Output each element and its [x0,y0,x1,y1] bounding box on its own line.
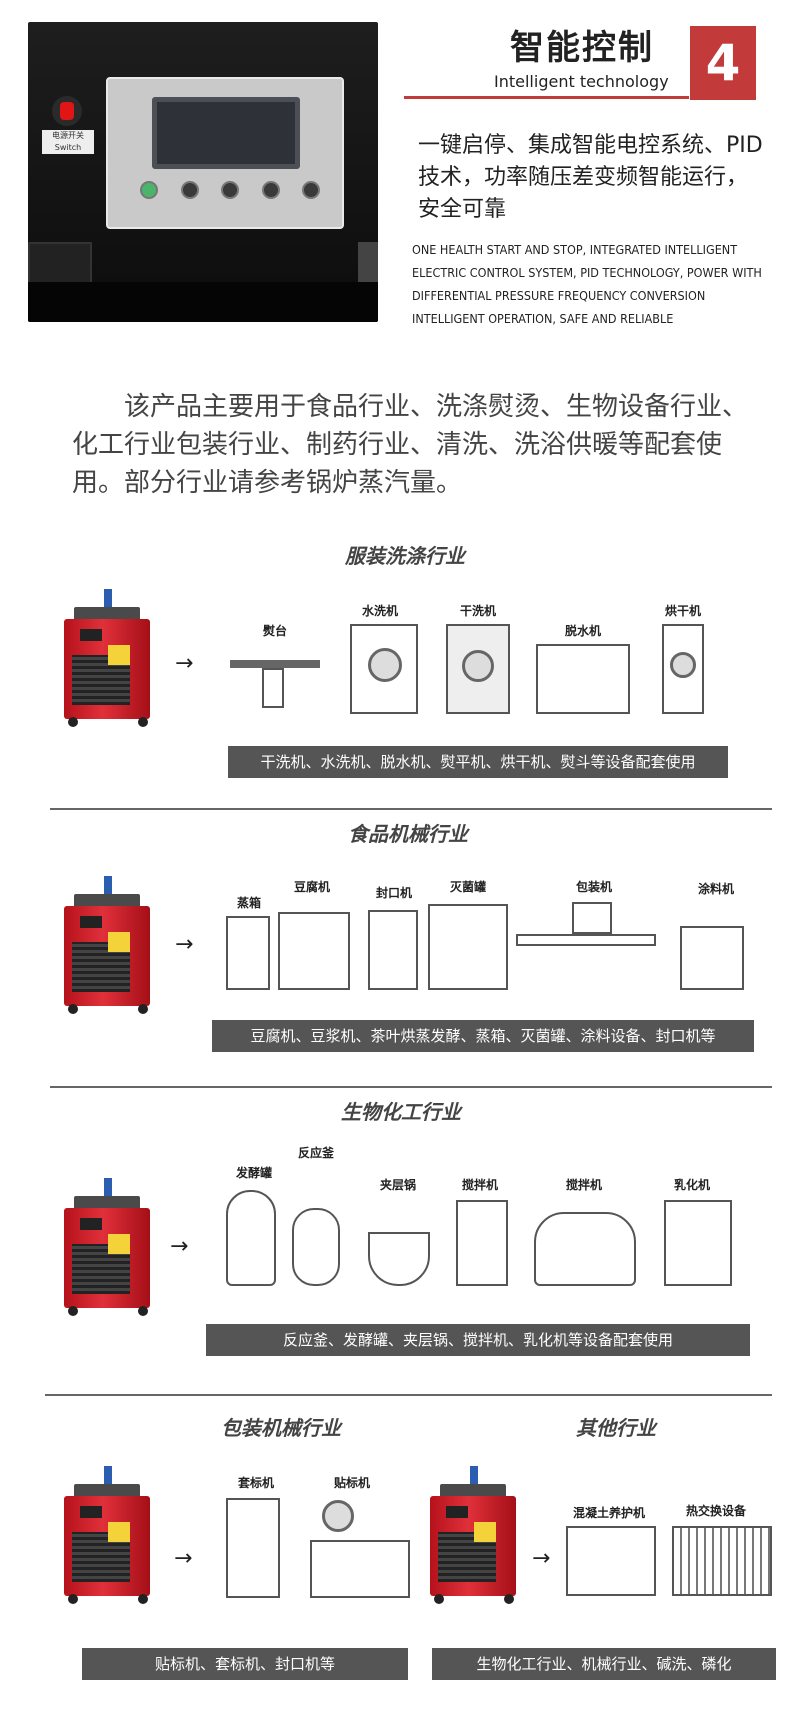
section-title: 智能控制 [510,28,654,68]
machine-label: 水洗机 [361,604,398,618]
machine-label: 封口机 [375,886,412,900]
tofu-machine [278,912,350,990]
jacketed-kettle [368,1232,430,1286]
mixer-horizontal [534,1212,636,1286]
arrow-icon: → [532,1546,551,1571]
machine-label: 蒸箱 [236,896,261,910]
section-divider [50,1086,772,1088]
industry-title-laundry: 服装洗涤行业 [345,544,465,568]
arrow-icon: → [175,651,194,676]
labeling-machine [310,1540,410,1598]
mixer [456,1200,508,1286]
power-switch [52,96,82,126]
machine-label: 乳化机 [673,1178,710,1192]
machine-label: 烘干机 [664,604,701,618]
industry-title-other: 其他行业 [576,1416,656,1440]
industry-title-biochem: 生物化工行业 [341,1100,461,1124]
machine-label: 热交换设备 [685,1504,746,1518]
machine-label: 搅拌机 [565,1178,602,1192]
section-divider [45,1394,772,1396]
section-subtitle: Intelligent technology [494,72,669,91]
machine-label: 涂料机 [697,882,734,896]
control-panel-bezel [106,77,344,229]
reaction-kettle [292,1208,340,1286]
sealing-machine [368,910,418,990]
machine-label: 脱水机 [564,624,601,638]
intro-text-cn: 一键启停、集成智能电控系统、PID技术，功率随压差变频智能运行，安全可靠 [418,133,763,222]
machine-label: 包装机 [575,880,612,894]
machine-label: 贴标机 [333,1476,370,1490]
machine-label: 反应釜 [297,1146,334,1160]
steam-generator-image [58,585,158,735]
washing-machine [350,624,418,714]
caption-food: 豆腐机、豆浆机、茶叶烘蒸发酵、蒸箱、灭菌罐、涂料设备、封口机等 [212,1020,754,1052]
steam-generator-image [424,1462,524,1612]
caption-other: 生物化工行业、机械行业、碱洗、磷化 [432,1648,776,1680]
lcd-screen [152,97,300,169]
sterilizing-tank [428,904,508,990]
packaging-machine [516,934,656,946]
caption-laundry: 干洗机、水洗机、脱水机、熨平机、烘干机、熨斗等设备配套使用 [228,746,728,778]
steam-generator-image [58,872,158,1022]
section-number-badge: 4 [690,26,756,100]
steam-box [226,916,270,990]
machine-label: 熨台 [262,624,287,638]
industry-title-food: 食品机械行业 [348,822,468,846]
dry-cleaning-machine [446,624,510,714]
industry-title-packaging: 包装机械行业 [221,1416,341,1440]
caption-biochem: 反应釜、发酵罐、夹层锅、搅拌机、乳化机等设备配套使用 [206,1324,750,1356]
dryer-machine [662,624,704,714]
intro-text-en: ONE HEALTH START AND STOP, INTEGRATED IN… [412,242,762,326]
title-underline [404,96,689,99]
ironing-table [230,660,320,668]
caption-packaging: 贴标机、套标机、封口机等 [82,1648,408,1680]
dewatering-machine [536,644,630,714]
machine-label: 豆腐机 [293,880,330,894]
machine-label: 夹层锅 [379,1178,416,1192]
arrow-icon: → [170,1234,189,1259]
arrow-icon: → [175,932,194,957]
emulsifier [664,1200,732,1286]
steam-generator-image [58,1174,158,1324]
concrete-curing-machine [566,1526,656,1596]
machine-label: 干洗机 [459,604,496,618]
machine-label: 搅拌机 [461,1178,498,1192]
machine-label: 灭菌罐 [449,880,486,894]
sleeve-labeling-machine [226,1498,280,1598]
steam-generator-image [58,1462,158,1612]
fermentation-tank [226,1190,276,1286]
machine-label: 混凝土养护机 [572,1506,645,1520]
machine-label: 发酵罐 [235,1166,272,1180]
machine-label: 套标机 [237,1476,274,1490]
product-description: 该产品主要用于食品行业、洗涤熨烫、生物设备行业、化工行业包装行业、制药行业、清洗… [72,392,749,498]
arrow-icon: → [174,1546,193,1571]
section-divider [50,808,772,810]
heat-exchanger [672,1526,772,1596]
coating-machine [680,926,744,990]
panel-buttons [140,181,320,207]
